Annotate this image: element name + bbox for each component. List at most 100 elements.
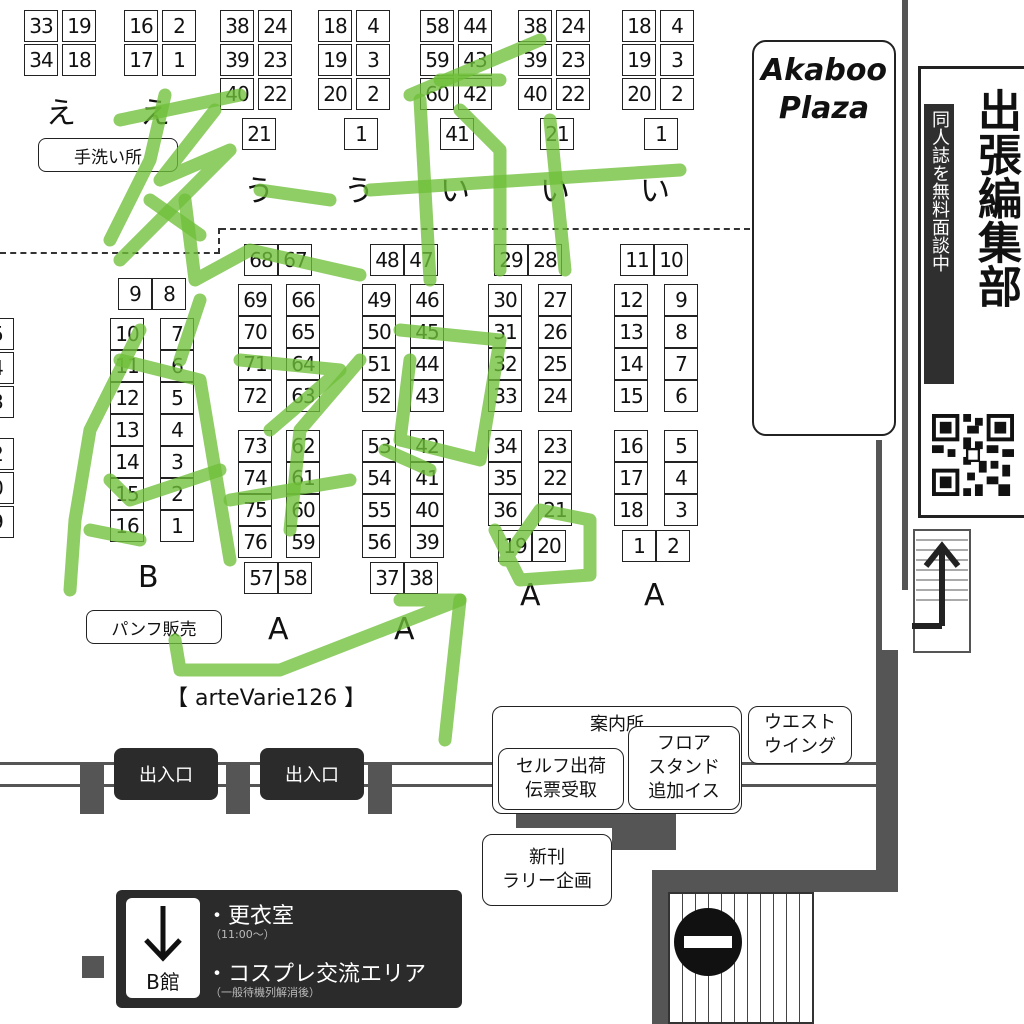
booth-a3[interactable]: 27 <box>538 284 572 316</box>
booth-a3[interactable]: 25 <box>538 348 572 380</box>
booth-b[interactable]: 2 <box>160 478 194 510</box>
booth-top[interactable]: 33 <box>24 10 58 42</box>
booth-a1[interactable]: 64 <box>286 348 320 380</box>
booth-b[interactable]: 4 <box>160 414 194 446</box>
booth-b[interactable]: 14 <box>110 446 144 478</box>
booth-a3[interactable]: 29 <box>494 244 528 276</box>
booth-a1[interactable]: 66 <box>286 284 320 316</box>
booth-top[interactable]: 19 <box>318 44 352 76</box>
booth-b[interactable]: 5 <box>160 382 194 414</box>
booth-a2[interactable]: 54 <box>362 462 396 494</box>
booth-top[interactable]: 60 <box>420 78 454 110</box>
booth-top[interactable]: 24 <box>556 10 590 42</box>
booth-b[interactable]: 7 <box>160 318 194 350</box>
booth-edge[interactable]: 4 <box>0 352 14 384</box>
booth-b[interactable]: 16 <box>110 510 144 542</box>
booth-top-single[interactable]: 1 <box>344 118 378 150</box>
booth-top[interactable]: 19 <box>62 10 96 42</box>
booth-b[interactable]: 15 <box>110 478 144 510</box>
booth-a3[interactable]: 26 <box>538 316 572 348</box>
booth-top[interactable]: 1 <box>162 44 196 76</box>
entrance-1[interactable]: 出入口 <box>114 748 218 800</box>
booth-a2[interactable]: 43 <box>410 380 444 412</box>
booth-top[interactable]: 18 <box>622 10 656 42</box>
booth-top-single[interactable]: 1 <box>644 118 678 150</box>
booth-a3[interactable]: 30 <box>488 284 522 316</box>
booth-a4[interactable]: 13 <box>614 316 648 348</box>
booth-b[interactable]: 9 <box>118 278 152 310</box>
booth-a3[interactable]: 33 <box>488 380 522 412</box>
booth-top[interactable]: 20 <box>318 78 352 110</box>
booth-b[interactable]: 13 <box>110 414 144 446</box>
booth-a2[interactable]: 47 <box>404 244 438 276</box>
booth-a2[interactable]: 40 <box>410 494 444 526</box>
booth-a1[interactable]: 74 <box>238 462 272 494</box>
booth-top[interactable]: 44 <box>458 10 492 42</box>
booth-a3[interactable]: 35 <box>488 462 522 494</box>
booth-a1[interactable]: 76 <box>238 526 272 558</box>
booth-a4[interactable]: 15 <box>614 380 648 412</box>
booth-a1[interactable]: 73 <box>238 430 272 462</box>
booth-a1[interactable]: 72 <box>238 380 272 412</box>
booth-a1[interactable]: 59 <box>286 526 320 558</box>
booth-a3[interactable]: 32 <box>488 348 522 380</box>
booth-edge[interactable]: 5 <box>0 318 14 350</box>
booth-edge[interactable]: 9 <box>0 506 14 538</box>
booth-top[interactable]: 16 <box>124 10 158 42</box>
booth-a3[interactable]: 20 <box>532 530 566 562</box>
booth-a4[interactable]: 3 <box>664 494 698 526</box>
new-release-rally-desk[interactable]: 新刊 ラリー企画 <box>482 834 612 906</box>
booth-top[interactable]: 22 <box>258 78 292 110</box>
booth-a4[interactable]: 9 <box>664 284 698 316</box>
floor-stand-desk[interactable]: フロア スタンド 追加イス <box>628 726 740 810</box>
booth-top[interactable]: 38 <box>518 10 552 42</box>
booth-top[interactable]: 18 <box>62 44 96 76</box>
booth-a4[interactable]: 4 <box>664 462 698 494</box>
booth-a3[interactable]: 31 <box>488 316 522 348</box>
booth-top[interactable]: 2 <box>660 78 694 110</box>
booth-b[interactable]: 10 <box>110 318 144 350</box>
booth-a3[interactable]: 22 <box>538 462 572 494</box>
entrance-2[interactable]: 出入口 <box>260 748 364 800</box>
booth-edge[interactable]: 2 <box>0 438 14 470</box>
booth-top[interactable]: 23 <box>258 44 292 76</box>
booth-b[interactable]: 3 <box>160 446 194 478</box>
booth-a1[interactable]: 61 <box>286 462 320 494</box>
booth-top[interactable]: 4 <box>660 10 694 42</box>
booth-top-single[interactable]: 41 <box>440 118 474 150</box>
booth-a4[interactable]: 18 <box>614 494 648 526</box>
booth-top[interactable]: 19 <box>622 44 656 76</box>
booth-a3[interactable]: 24 <box>538 380 572 412</box>
booth-a3[interactable]: 28 <box>528 244 562 276</box>
booth-top[interactable]: 43 <box>458 44 492 76</box>
booth-edge[interactable]: 0 <box>0 472 14 504</box>
booth-a1[interactable]: 75 <box>238 494 272 526</box>
booth-a4[interactable]: 1 <box>622 530 656 562</box>
booth-a1[interactable]: 57 <box>244 562 278 594</box>
booth-top[interactable]: 22 <box>556 78 590 110</box>
booth-a4[interactable]: 10 <box>654 244 688 276</box>
booth-a2[interactable]: 46 <box>410 284 444 316</box>
booth-top[interactable]: 2 <box>162 10 196 42</box>
booth-a1[interactable]: 63 <box>286 380 320 412</box>
booth-a2[interactable]: 41 <box>410 462 444 494</box>
booth-a4[interactable]: 12 <box>614 284 648 316</box>
booth-a1[interactable]: 68 <box>244 244 278 276</box>
booth-a3[interactable]: 19 <box>498 530 532 562</box>
booth-top[interactable]: 20 <box>622 78 656 110</box>
booth-a4[interactable]: 11 <box>620 244 654 276</box>
booth-a2[interactable]: 37 <box>370 562 404 594</box>
booth-top-single[interactable]: 21 <box>242 118 276 150</box>
booth-a1[interactable]: 65 <box>286 316 320 348</box>
booth-a3[interactable]: 36 <box>488 494 522 526</box>
booth-edge[interactable]: 3 <box>0 386 14 418</box>
booth-a4[interactable]: 6 <box>664 380 698 412</box>
booth-top[interactable]: 58 <box>420 10 454 42</box>
booth-a1[interactable]: 69 <box>238 284 272 316</box>
booth-top[interactable]: 23 <box>556 44 590 76</box>
booth-a4[interactable]: 8 <box>664 316 698 348</box>
booth-a4[interactable]: 17 <box>614 462 648 494</box>
booth-a3[interactable]: 21 <box>538 494 572 526</box>
booth-a1[interactable]: 58 <box>278 562 312 594</box>
booth-top[interactable]: 3 <box>660 44 694 76</box>
